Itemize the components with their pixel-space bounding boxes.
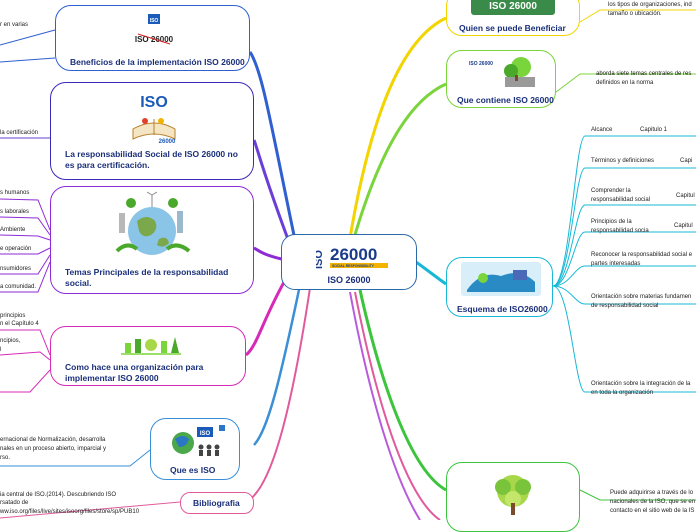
note-bibliografia-1: ia central de ISO.(2014). Descubriendo I… (0, 492, 117, 498)
contiene-title: Que contiene ISO 26000 (457, 95, 554, 105)
note-bibliografia-2: rsatado de (0, 500, 29, 506)
esquema-item-terminos: Términos y definiciones (591, 158, 655, 164)
green-leaf-tree-icon (495, 475, 531, 515)
note-quees-1: ernacional de Normalización, desarrolla (0, 437, 106, 443)
note-contiene-1: aborda siete temas centrales de res (596, 71, 692, 77)
implementar-title-2: implementar ISO 26000 (65, 373, 159, 383)
note-bibliografia-3: ww.iso.org/files/live/sites/isoorg/files… (0, 509, 140, 515)
esquema-item-alcance: Alcance (591, 127, 613, 133)
branch-quees (253, 284, 302, 446)
topic-temas[interactable]: Temas Principales de la responsabilidad … (50, 186, 254, 294)
branch-esquema (415, 260, 447, 286)
svg-text:26000: 26000 (330, 245, 377, 264)
center-title: ISO 26000 (327, 275, 371, 285)
note-beneficios-1: r en varias (0, 22, 29, 28)
note-implementar-1: principios (0, 313, 26, 319)
esquema-item-principios-1: Principios de la (591, 219, 632, 225)
svg-text:ISO: ISO (140, 94, 168, 111)
implementar-title-1: Como hace una organización para (65, 362, 204, 372)
note-implementar-2: n el Capítulo 4 (0, 321, 39, 327)
topic-beneficios[interactable]: ISO ISO 26000 Beneficios de la implement… (55, 5, 250, 71)
note-certificacion-1: la certificación (0, 130, 39, 136)
note-quees-2: nales en un proceso abierto, imparcial y (0, 446, 107, 452)
esquema-title: Esquema de ISO26000 (457, 304, 548, 314)
note-temas-3: Ambiente (0, 227, 26, 233)
eco-globe-scheme-icon (461, 262, 541, 296)
topic-beneficiar[interactable]: ISO 26000 Quien se puede Beneficiar (446, 0, 580, 36)
topic-adquirir[interactable] (446, 462, 580, 532)
branch-beneficios (248, 51, 298, 246)
branch-beneficiar (348, 16, 447, 239)
note-adquirir-2: nacionales de la ISO, que se en (610, 499, 696, 505)
svg-text:ISO: ISO (316, 250, 325, 269)
iso26000-green-banner-icon: ISO 26000 (471, 0, 555, 15)
note-temas-4: e operación (0, 246, 32, 252)
esquema-item-reconocer-1: Reconocer la responsabilidad social e (591, 252, 693, 258)
svg-text:ISO 26000: ISO 26000 (489, 1, 537, 12)
svg-text:ISO: ISO (200, 431, 211, 437)
note-quees-3: rso. (0, 455, 11, 461)
certificacion-title-1: La responsabilidad Social de ISO 26000 n… (65, 149, 238, 159)
topic-bibliografia[interactable]: Bibliografia (180, 492, 254, 514)
topic-contiene[interactable]: ISO 26000 Que contiene ISO 26000 (446, 50, 556, 108)
svg-text:ISO: ISO (150, 18, 159, 24)
esquema-item-materias-1: Orientación sobre materias fundamen (591, 294, 692, 300)
topic-quees[interactable]: ISO Que es ISO (150, 418, 240, 480)
note-temas-1: s humanos (0, 190, 30, 196)
note-temas-6: a comunidad. (0, 284, 37, 290)
bibliografia-title: Bibliografia (193, 498, 240, 508)
esquema-item-principios-cap: Capitul (674, 223, 693, 229)
branch-adquirir (358, 289, 447, 492)
esquema-item-materias-2: de responsabilidad social (591, 303, 659, 309)
esquema-item-integracion-1: Orientación sobre la integración de la (591, 381, 691, 387)
note-adquirir-3: contacto en el sitio web de la IS (610, 508, 695, 514)
note-temas-5: nsumidores (0, 266, 32, 272)
temas-title-1: Temas Principales de la responsabilidad (65, 267, 229, 277)
note-temas-2: s laborales (0, 209, 30, 215)
esquema-item-reconocer-2: partes interesadas (591, 261, 641, 267)
branch-implementar (244, 274, 290, 357)
iso26000-logo: ISO 26000 SOCIAL RESPONSIBILITY (316, 245, 388, 269)
beneficios-title: Beneficios de la implementación ISO 2600… (70, 57, 245, 67)
topic-esquema[interactable]: Esquema de ISO26000 (446, 257, 553, 317)
iso26000-badge-icon: ISO ISO 26000 (135, 14, 174, 45)
beneficiar-title: Quien se puede Beneficiar (459, 23, 566, 33)
esquema-item-alcance-cap: Capitulo 1 (640, 127, 668, 133)
temas-title-2: social. (65, 278, 92, 288)
certificacion-title-2: es para certificación. (65, 160, 150, 170)
svg-text:SOCIAL RESPONSIBILITY: SOCIAL RESPONSIBILITY (332, 264, 375, 268)
iso26000-plant-icon: ISO 26000 (469, 57, 535, 87)
quees-title: Que es ISO (170, 465, 216, 475)
branch-certificacion (252, 139, 294, 251)
topic-certificacion[interactable]: ISO 26000 La responsabilidad Social de I… (50, 82, 254, 180)
note-implementar-4: l (0, 347, 2, 353)
svg-text:ISO 26000: ISO 26000 (469, 61, 493, 67)
note-adquirir-1: Puede adquirirse a través de lo (610, 490, 694, 496)
esquema-item-principios-2: responsabilidad socia (591, 228, 649, 234)
center-node-iso26000[interactable]: ISO 26000 SOCIAL RESPONSIBILITY ISO 2600… (281, 234, 417, 290)
green-globe-icon (115, 191, 191, 255)
esquema-item-terminos-cap: Capi (680, 158, 693, 164)
esquema-item-integracion-2: en toda la organización (591, 390, 654, 396)
branch-lines (0, 9, 696, 520)
branch-contiene (352, 82, 447, 239)
note-beneficiar-1: los tipos de organizaciones, ind (608, 2, 692, 8)
note-contiene-2: definidos en la norma (596, 80, 654, 86)
sustainability-icons (121, 337, 181, 355)
branch-temas (253, 246, 287, 262)
topic-implementar[interactable]: Como hace una organización para implemen… (50, 326, 246, 386)
iso-globe-people-icon: ISO (172, 425, 225, 456)
esquema-item-comprender-1: Comprender la (591, 188, 631, 194)
note-beneficiar-2: tamaño o ubicación. (608, 11, 662, 17)
svg-text:26000: 26000 (159, 139, 176, 145)
esquema-item-comprender-cap: Capitul (676, 193, 695, 199)
iso-book-icon: ISO 26000 (132, 94, 176, 145)
esquema-item-comprender-2: responsabilidad social (591, 197, 651, 203)
note-implementar-3: ncipios, (0, 338, 21, 344)
branch-bibliografia (245, 287, 311, 503)
